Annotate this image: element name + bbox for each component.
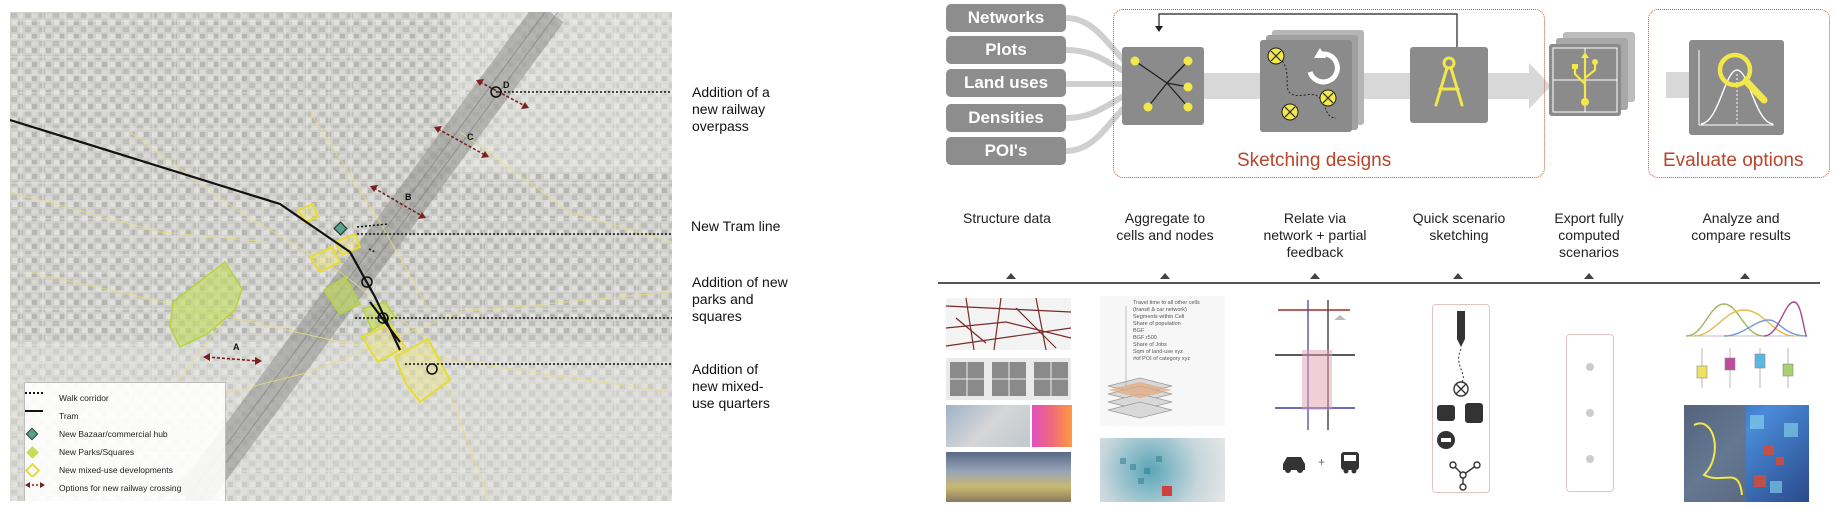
legend-label-bazaar: New Bazaar/commercial hub <box>59 429 168 439</box>
legend-row-parks: New Parks/Squares <box>25 445 134 459</box>
indicator-item: BGF r500 <box>1133 335 1157 341</box>
step-quick-sketching: Quick scenario sketching <box>1412 210 1506 243</box>
indicator-item: #of POI of category xyz <box>1133 356 1191 362</box>
indicator-item: Share of Jobs <box>1133 342 1167 348</box>
crossing-label-b: B <box>405 192 412 202</box>
thumb-grid-cells <box>946 358 1071 400</box>
indicator-item: (transit & car network) <box>1133 307 1187 313</box>
thumb-box-plots <box>1684 344 1809 392</box>
walk-corridor-swatch <box>25 392 53 404</box>
mixed-use-layer <box>296 202 452 404</box>
thumb-export-scenarios <box>1566 334 1614 492</box>
map-legend: Walk corridor Tram New Bazaar/commercial… <box>24 382 226 501</box>
map-drawing <box>10 12 672 501</box>
step-aggregate: Aggregate to cells and nodes <box>1116 210 1214 243</box>
callout-mixed-use: Addition of new mixed- use quarters <box>692 361 770 411</box>
legend-label-crossing: Options for new railway crossing <box>59 483 182 493</box>
thumb-road-network <box>945 297 1072 351</box>
indicator-list: Travel time to all other cells (transit … <box>1133 300 1223 363</box>
input-networks: Networks <box>946 4 1066 32</box>
input-densities: Densities <box>946 104 1066 132</box>
legend-row-tram: Tram <box>25 409 79 423</box>
input-plots: Plots <box>946 36 1066 64</box>
sketching-designs-label: Sketching designs <box>1237 150 1392 171</box>
callout-railway-overpass: Addition of a new railway overpass <box>692 84 770 134</box>
legend-row-crossing: Options for new railway crossing <box>25 481 181 495</box>
legend-label-walk: Walk corridor <box>59 393 109 403</box>
step-relate: Relate via network + partial feedback <box>1263 210 1367 260</box>
tram-swatch <box>25 410 53 422</box>
thumb-aggregated-grid <box>1100 438 1225 502</box>
step-marker-3 <box>1310 273 1320 279</box>
crossing-label-a: A <box>233 342 240 352</box>
sketching-designs-group <box>1113 9 1545 178</box>
evaluate-options-label: Evaluate options <box>1663 150 1804 171</box>
network-graph-icon <box>1122 47 1204 125</box>
indicator-item: BGF <box>1133 328 1145 334</box>
callout-parks-squares: Addition of new parks and squares <box>692 274 788 324</box>
parks-swatch <box>26 446 53 459</box>
crossing-swatch <box>25 482 53 494</box>
thumb-heat <box>1032 405 1072 447</box>
step-marker-6 <box>1740 273 1750 279</box>
car-icon <box>1283 457 1305 473</box>
thumb-car-bus: + <box>1280 450 1370 476</box>
indicator-item: Segments within Cell <box>1133 314 1185 320</box>
export-usb-icon <box>1549 44 1621 116</box>
legend-row-bazaar: New Bazaar/commercial hub <box>25 427 168 441</box>
step-analyze: Analyze and compare results <box>1691 210 1791 243</box>
walk-corridors <box>355 91 672 365</box>
legend-label-tram: Tram <box>59 411 79 421</box>
step-marker-2 <box>1160 273 1170 279</box>
intervention-markers <box>361 86 502 375</box>
input-land-uses: Land uses <box>946 69 1066 97</box>
railway-crossing-options <box>206 81 526 362</box>
callout-tram-line: New Tram line <box>691 218 781 234</box>
thumb-sketch-palette <box>1432 304 1490 493</box>
feedback-loop-arrow <box>1158 13 1458 48</box>
compass-icon <box>1410 47 1488 123</box>
urban-map: D C B A Walk corridor Tram New Bazaar/co… <box>10 12 672 501</box>
thumb-indicator-stack: Travel time to all other cells (transit … <box>1100 296 1225 426</box>
analyze-magnifier-icon <box>1689 40 1784 135</box>
evaluate-options-group <box>1648 9 1830 178</box>
step-marker-5 <box>1584 273 1594 279</box>
indicator-item: Share of population <box>1133 321 1181 327</box>
bazaar-swatch <box>25 427 53 441</box>
thumb-network-relation <box>1270 300 1360 430</box>
crossing-label-c: C <box>467 132 474 142</box>
legend-row-walk: Walk corridor <box>25 391 109 405</box>
bazaar-marker <box>333 221 348 236</box>
plus-sign: + <box>1318 455 1326 469</box>
step-export: Export fully computed scenarios <box>1554 210 1624 260</box>
input-pois: POI's <box>946 137 1066 165</box>
timeline-axis <box>938 282 1820 284</box>
railway-corridor <box>176 12 564 501</box>
mixed-use-swatch <box>25 463 53 477</box>
step-marker-1 <box>1006 273 1016 279</box>
indicator-item: Sqm of land-use xyz <box>1133 349 1183 355</box>
legend-label-parks: New Parks/Squares <box>59 447 135 457</box>
step-structure-data: Structure data <box>963 210 1051 226</box>
legend-label-mixed: New mixed-use developments <box>59 465 173 475</box>
crossing-label-d: D <box>503 80 510 90</box>
indicator-item: Travel time to all other cells <box>1133 300 1200 306</box>
thumb-street-view <box>946 452 1071 502</box>
thumb-distribution-curves <box>1684 298 1809 338</box>
thumb-comparison-heatmap <box>1684 405 1809 502</box>
bus-icon <box>1341 452 1359 474</box>
thumb-aerial <box>946 405 1030 447</box>
step-marker-4 <box>1453 273 1463 279</box>
legend-row-mixed: New mixed-use developments <box>25 463 173 477</box>
tram-line <box>10 118 401 351</box>
scenario-sketch-icon <box>1260 40 1352 132</box>
